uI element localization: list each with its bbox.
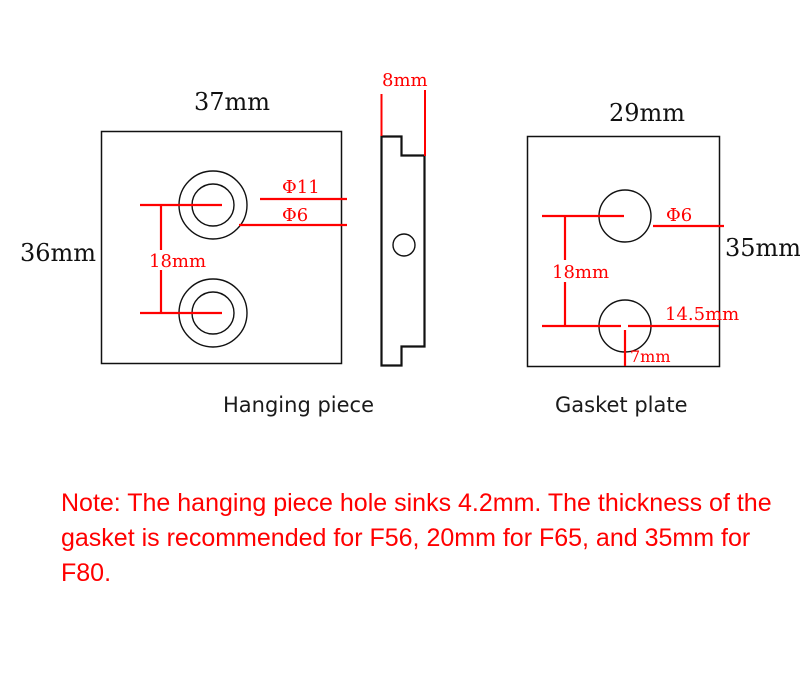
hanging-piece-dimension-lines [140,197,347,315]
gasket-plate-view: Φ6 18mm 14.5mm 7mm 29mm 35mm Gasket plat… [526,99,800,417]
side-view: 8mm [380,70,428,367]
height-label: 36mm [20,239,96,267]
gasket-plate-outline [526,135,721,368]
side-offset-label: 14.5mm [665,304,739,325]
gasket-hole-spacing-label: 18mm [552,262,609,283]
outer-diameter-label: Φ11 [282,177,320,198]
side-profile-outline [380,135,426,367]
width-label: 37mm [194,88,270,116]
thickness-dimension-lines [380,90,426,156]
hole-spacing-label: 18mm [149,251,206,272]
inner-diameter-label: Φ6 [282,205,308,226]
side-hole-circle [392,233,416,257]
gasket-dimension-lines [542,214,724,366]
hanging-piece-caption: Hanging piece [223,393,374,417]
gasket-hole-diameter-label: Φ6 [666,205,692,226]
thickness-label: 8mm [382,70,428,91]
gasket-width-label: 29mm [609,99,685,127]
bottom-offset-label: 7mm [630,347,671,366]
gasket-plate-caption: Gasket plate [555,393,688,417]
hanging-piece-outline [100,130,343,365]
hanging-piece-view: Φ11 Φ6 18mm 37mm 36mm Hanging piece [20,88,374,417]
gasket-height-label: 35mm [725,234,800,262]
note-text: Note: The hanging piece hole sinks 4.2mm… [61,489,772,587]
